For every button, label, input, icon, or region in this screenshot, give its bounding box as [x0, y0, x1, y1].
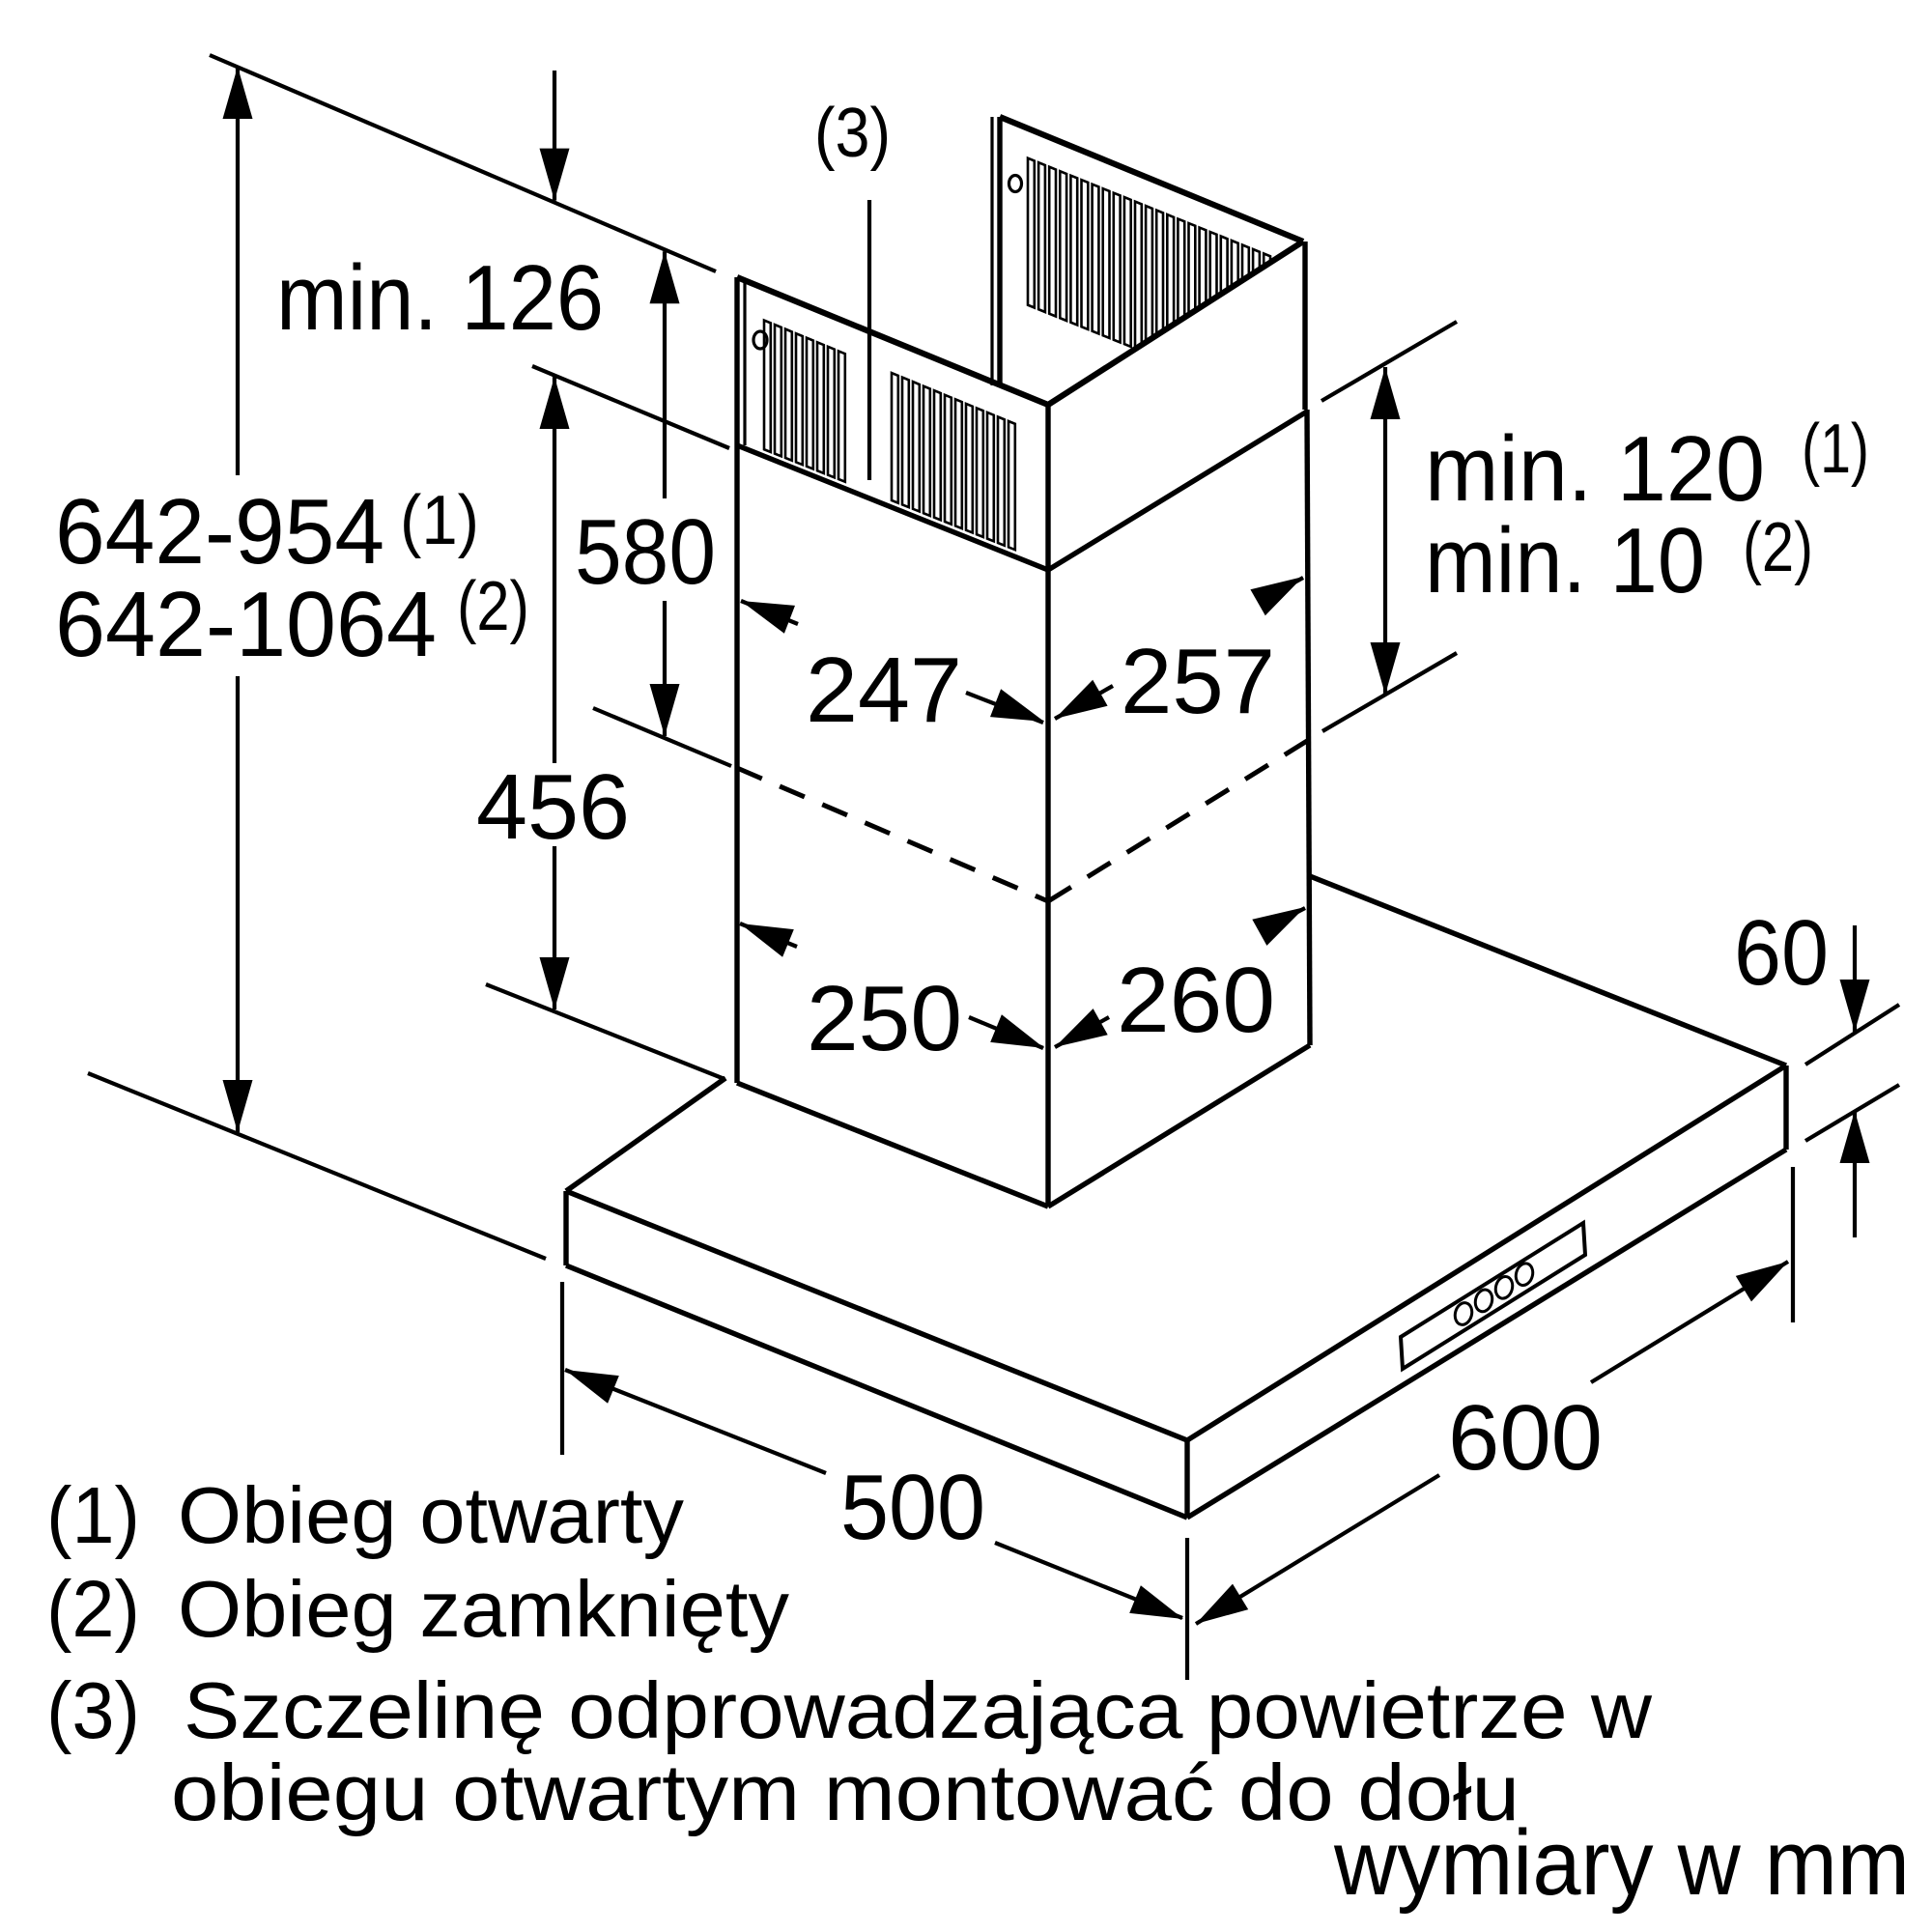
- svg-text:250: 250: [807, 967, 962, 1070]
- svg-text:min. 10: min. 10: [1425, 509, 1705, 612]
- svg-text:(1): (1): [400, 482, 479, 559]
- svg-text:Szczelinę odprowadzająca powie: Szczelinę odprowadzająca powietrze w: [184, 1665, 1653, 1755]
- svg-text:642-954: 642-954: [55, 480, 384, 583]
- svg-text:obiegu otwartym montować do do: obiegu otwartym montować do dołu: [171, 1747, 1520, 1837]
- svg-text:260: 260: [1117, 949, 1275, 1052]
- svg-text:(2): (2): [457, 568, 529, 645]
- svg-text:60: 60: [1734, 901, 1829, 1005]
- svg-text:(1): (1): [46, 1470, 140, 1560]
- svg-text:(1): (1): [1802, 411, 1869, 488]
- svg-text:Obieg otwarty: Obieg otwarty: [178, 1470, 684, 1560]
- svg-text:456: 456: [476, 755, 630, 859]
- svg-text:min. 126: min. 126: [276, 246, 604, 350]
- svg-text:(3): (3): [814, 95, 891, 172]
- svg-text:580: 580: [575, 500, 716, 604]
- svg-text:500: 500: [840, 1456, 985, 1559]
- svg-text:(2): (2): [46, 1564, 140, 1654]
- svg-text:wymiary w mm: wymiary w mm: [1333, 1811, 1910, 1915]
- svg-text:(2): (2): [1743, 509, 1813, 586]
- svg-text:600: 600: [1448, 1386, 1603, 1490]
- svg-text:247: 247: [806, 639, 962, 742]
- svg-text:Obieg zamknięty: Obieg zamknięty: [178, 1564, 790, 1654]
- svg-text:min. 120: min. 120: [1425, 417, 1765, 521]
- svg-text:(3): (3): [46, 1665, 140, 1755]
- svg-text:642-1064: 642-1064: [55, 573, 437, 676]
- svg-text:257: 257: [1121, 630, 1275, 733]
